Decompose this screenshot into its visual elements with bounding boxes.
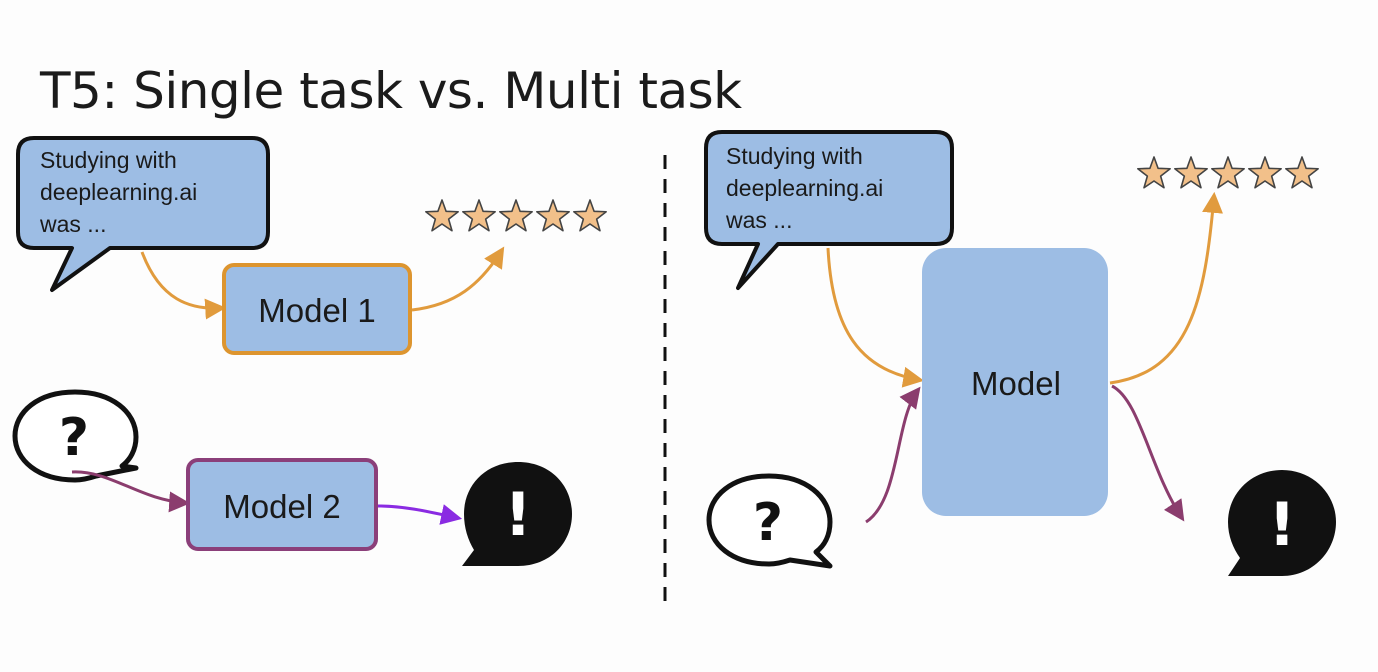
question-bubble-icon [706,473,833,569]
left-input-bubble: Studying with deeplearning.ai was ... [16,136,270,292]
right-answer-bubble: ! [1228,470,1336,576]
star-icon [1211,156,1245,189]
arrow-icon [865,386,921,524]
speech-bubble-icon [704,130,954,290]
left-rating-stars [425,199,607,232]
question-mark: ? [753,493,783,553]
star-icon [1285,156,1319,189]
exclamation-mark: ! [504,480,531,550]
left-input-line3: was ... [39,211,106,237]
multi-model-label: Model [971,365,1061,402]
star-icon [1137,156,1171,189]
question-bubble-icon [12,389,139,483]
question-mark: ? [59,408,89,468]
star-icon [1174,156,1208,189]
right-input-line3: was ... [725,207,792,233]
star-icon [499,199,533,232]
arrow-icon [1111,384,1185,522]
right-input-bubble: Studying with deeplearning.ai was ... [704,130,954,290]
star-icon [1248,156,1282,189]
multi-model-box: Model [922,248,1108,516]
arrow-icon [1109,191,1224,385]
right-input-line1: Studying with [726,143,863,169]
arrow-icon [377,504,463,525]
arrow-icon [140,251,227,320]
right-question-bubble: ? [706,473,833,569]
star-icon [462,199,496,232]
arrow-icon [826,247,925,388]
exclamation-bubble-icon [462,462,572,566]
arrow-icon [411,246,505,312]
model-1-box: Model 1 [222,263,412,355]
model-2-box: Model 2 [186,458,378,551]
exclamation-mark: ! [1268,490,1295,560]
left-input-line2: deeplearning.ai [40,179,197,205]
speech-bubble-icon [16,136,270,292]
left-question-bubble: ? [12,389,139,483]
slide-title: T5: Single task vs. Multi task [40,62,742,120]
exclamation-bubble-icon [1228,470,1336,576]
star-icon [573,199,607,232]
left-input-line1: Studying with [40,147,177,173]
arrow-icon [71,470,191,513]
star-icon [536,199,570,232]
model-2-label: Model 2 [223,488,340,525]
right-input-line2: deeplearning.ai [726,175,883,201]
right-rating-stars [1137,156,1319,189]
model-1-label: Model 1 [258,292,375,329]
left-answer-bubble: ! [462,462,572,566]
star-icon [425,199,459,232]
